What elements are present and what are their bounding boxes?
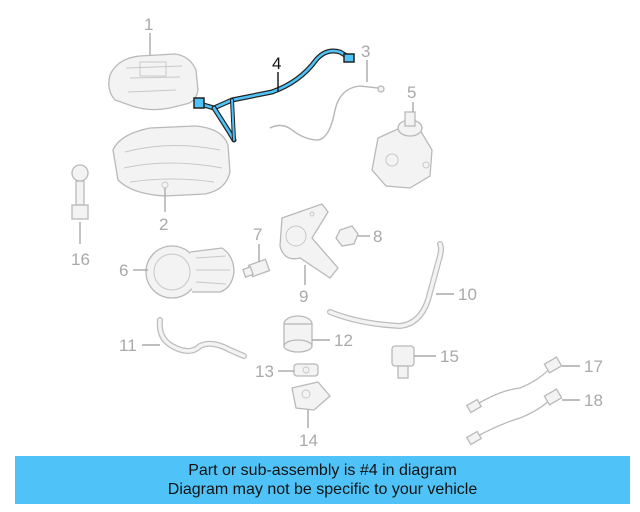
part-11-hose[interactable] (156, 317, 247, 359)
banner-line-2: Diagram may not be specific to your vehi… (167, 481, 478, 498)
callout-13[interactable]: 13 (255, 362, 274, 381)
part-17-sensor[interactable] (465, 356, 563, 414)
part-9-bracket[interactable] (279, 203, 339, 279)
callout-1[interactable]: 1 (144, 15, 153, 34)
part-13-gasket[interactable] (293, 363, 319, 377)
part-6-pump[interactable] (145, 245, 235, 299)
part-1-cover[interactable] (108, 53, 199, 111)
callout-3[interactable]: 3 (361, 42, 370, 61)
part-12-valve[interactable] (283, 315, 313, 353)
callout-8[interactable]: 8 (373, 227, 382, 246)
part-7-valve[interactable] (242, 258, 271, 278)
callout-12[interactable]: 12 (334, 331, 353, 350)
part-8-nut[interactable] (335, 225, 359, 247)
part-10-pipe[interactable] (327, 241, 444, 330)
callout-11[interactable]: 11 (119, 336, 137, 355)
callout-15[interactable]: 15 (440, 347, 459, 366)
parts-diagram: 1 2 3 4 5 16 (71, 15, 603, 450)
part-4-pipe[interactable] (193, 48, 355, 143)
callout-10[interactable]: 10 (458, 285, 477, 304)
callout-18[interactable]: 18 (584, 391, 603, 410)
part-16-sensor[interactable] (71, 164, 89, 220)
part-5-valve[interactable] (371, 111, 433, 189)
info-banner: Part or sub-assembly is #4 in diagram Di… (15, 456, 630, 504)
callout-17[interactable]: 17 (584, 357, 603, 376)
part-14-flange[interactable] (291, 381, 331, 411)
callout-5[interactable]: 5 (407, 83, 416, 102)
callout-14[interactable]: 14 (299, 431, 318, 450)
part-15-sensor[interactable] (391, 345, 415, 379)
callout-9[interactable]: 9 (299, 287, 308, 306)
callout-6[interactable]: 6 (119, 261, 128, 280)
callout-2[interactable]: 2 (159, 215, 168, 234)
banner-line-1: Part or sub-assembly is #4 in diagram (188, 462, 457, 479)
callout-4[interactable]: 4 (272, 54, 281, 73)
callout-7[interactable]: 7 (253, 225, 262, 244)
callout-16[interactable]: 16 (71, 250, 90, 269)
part-3-hose[interactable] (269, 85, 385, 141)
part-2-cover[interactable] (112, 125, 231, 197)
part-18-sensor[interactable] (465, 388, 563, 446)
